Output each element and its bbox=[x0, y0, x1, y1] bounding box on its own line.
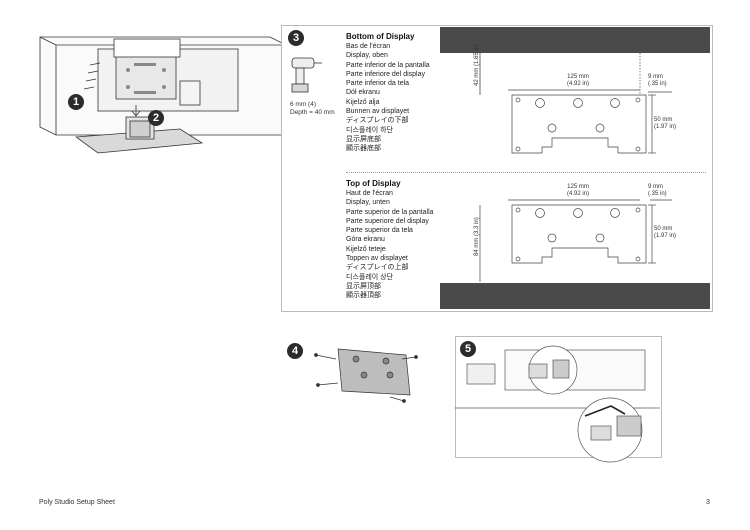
language-label: 显示屏顶部 bbox=[346, 282, 381, 290]
language-label: Parte inferior de la pantalla bbox=[346, 61, 430, 69]
language-label: Parte superior da tela bbox=[346, 227, 413, 235]
screw-size-label: 6 mm (4) bbox=[290, 101, 316, 108]
height-dim-label-top: 50 mm(1.97 in) bbox=[654, 226, 677, 239]
step-5-panel bbox=[455, 336, 662, 458]
top-offset-dim-label: 84 mm (3.3 in) bbox=[474, 217, 480, 256]
step-4-badge: 4 bbox=[287, 343, 303, 359]
language-label: 顯示器頂部 bbox=[346, 292, 381, 300]
edge-dim-label: 9 mm(.35 in) bbox=[648, 74, 667, 87]
language-label: Bas de l'écran bbox=[346, 43, 391, 50]
language-label: Kijelző teteje bbox=[346, 245, 386, 253]
width-dim-label-top: 125 mm(4.92 in) bbox=[566, 184, 589, 197]
height-dim-label: 50 mm(1.97 in) bbox=[654, 117, 677, 130]
language-label: ディスプレイの下部 bbox=[346, 117, 409, 125]
bottom-of-display-title: Bottom of Display bbox=[346, 32, 415, 41]
language-label: Parte superiore del display bbox=[346, 217, 429, 225]
step-3-badge: 3 bbox=[288, 30, 304, 46]
language-label: Dół ekranu bbox=[346, 89, 380, 97]
display-bottom-edge bbox=[440, 27, 710, 53]
language-label: 디스플레이 하단 bbox=[346, 126, 394, 134]
bracket-screws-drawing bbox=[314, 348, 418, 403]
width-dim-label: 125 mm(4.92 in) bbox=[566, 74, 589, 87]
language-label: Bunnen av displayet bbox=[346, 108, 410, 116]
top-language-list: Haut de l'écran Display, unten Parte sup… bbox=[346, 189, 434, 301]
language-label: Toppen av displayet bbox=[346, 255, 408, 263]
step-5-badge: 5 bbox=[460, 341, 476, 357]
drill-icon bbox=[291, 57, 322, 93]
language-label: ディスプレイの上部 bbox=[346, 264, 409, 272]
section-divider bbox=[346, 172, 706, 173]
device-mount-drawing bbox=[39, 36, 287, 154]
screw-depth-label: Depth = 40 mm bbox=[290, 108, 335, 116]
footer-title: Poly Studio Setup Sheet bbox=[39, 499, 115, 506]
display-top-edge bbox=[440, 283, 710, 309]
language-label: Parte superior de la pantalla bbox=[346, 208, 434, 216]
wall-mount-drawing bbox=[455, 345, 660, 463]
language-label: Display, oben bbox=[346, 52, 388, 60]
page-number: 3 bbox=[706, 499, 710, 506]
bottom-offset-dim-label: 42 mm (1.65 in) bbox=[474, 43, 480, 86]
step-1-badge: 1 bbox=[68, 94, 84, 110]
language-label: Góra ekranu bbox=[346, 236, 385, 244]
step-2-badge: 2 bbox=[148, 110, 164, 126]
language-label: Parte inferiore del display bbox=[346, 70, 425, 78]
mounting-plate-drawings bbox=[479, 53, 672, 282]
language-label: 디스플레이 상단 bbox=[346, 273, 394, 281]
step-3-panel bbox=[281, 25, 713, 312]
language-label: Display, unten bbox=[346, 199, 390, 207]
language-label: Haut de l'écran bbox=[346, 190, 393, 197]
top-of-display-title: Top of Display bbox=[346, 179, 401, 188]
bottom-language-list: Bas de l'écran Display, oben Parte infer… bbox=[346, 42, 430, 154]
language-label: Parte inferior da tela bbox=[346, 80, 410, 88]
edge-dim-label-top: 9 mm(.35 in) bbox=[648, 184, 667, 197]
language-label: 显示屏底部 bbox=[346, 135, 381, 143]
language-label: 顯示器底部 bbox=[346, 145, 381, 153]
language-label: Kijelző alja bbox=[346, 98, 380, 106]
